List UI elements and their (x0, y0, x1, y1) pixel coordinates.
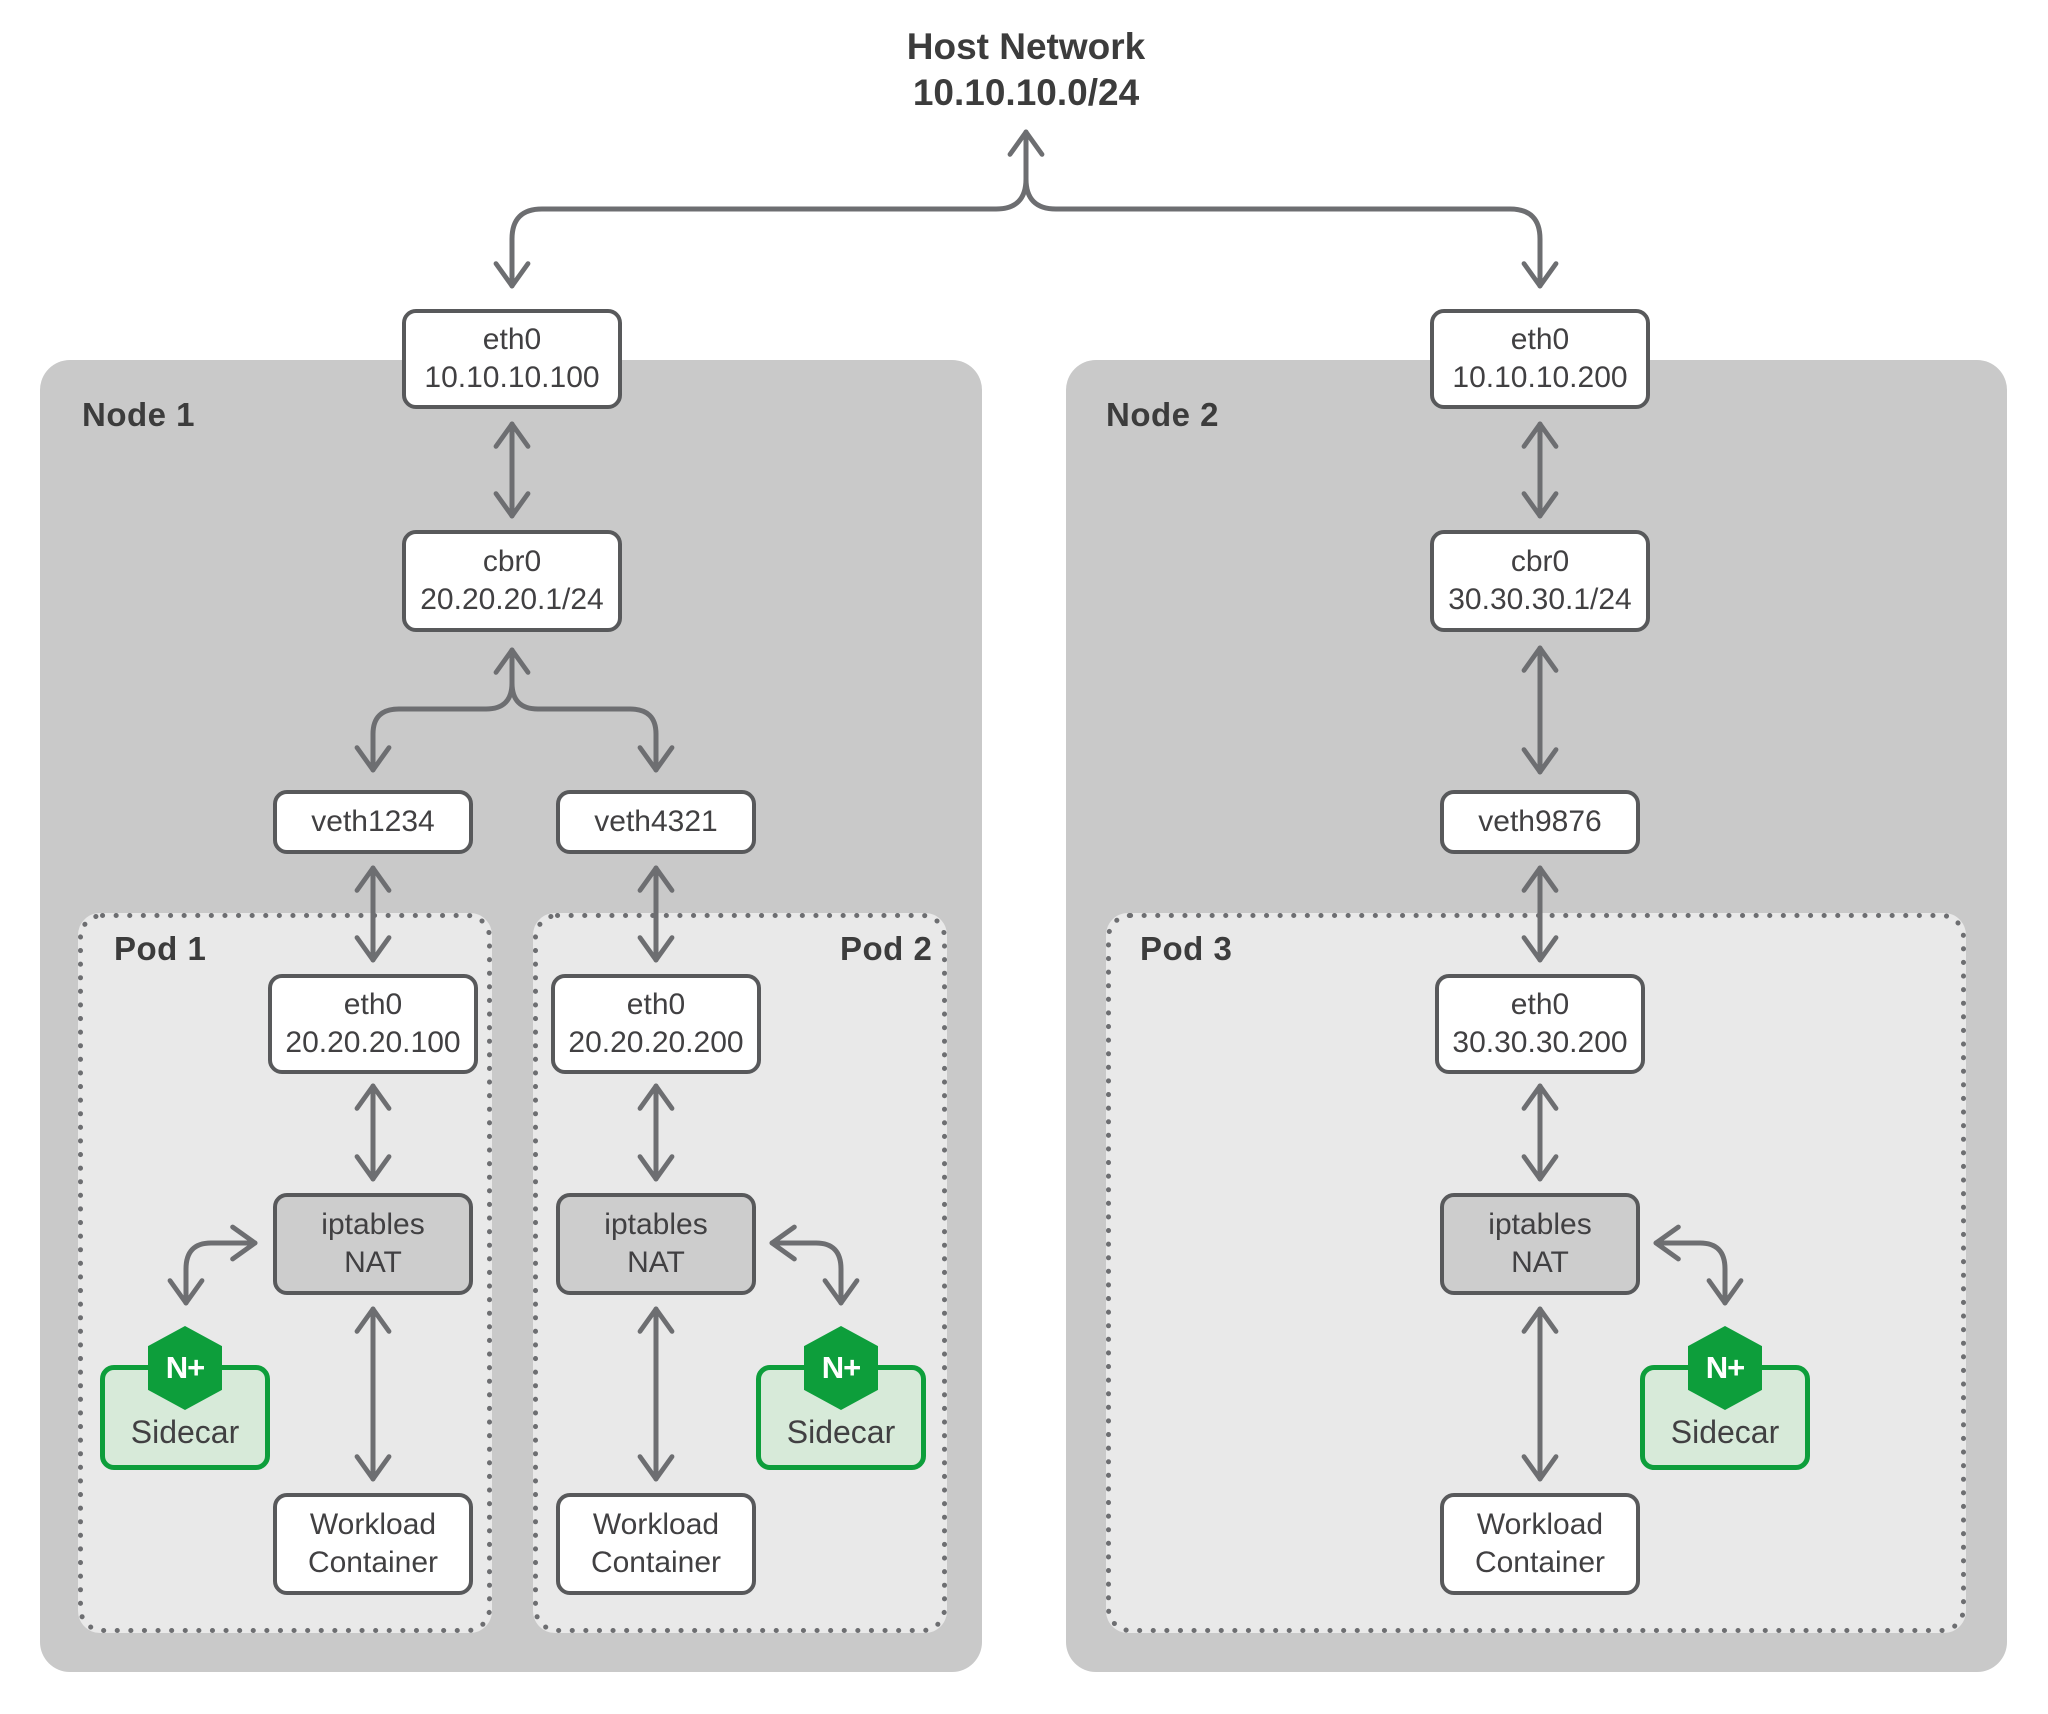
veth9876-box: veth9876 (1440, 790, 1640, 854)
veth9876-label: veth9876 (1478, 805, 1602, 838)
node-1-eth0-box: eth0 10.10.10.100 (402, 309, 622, 409)
node-1-label: Node 1 (82, 396, 196, 433)
pod-2-nat-line1: iptables (604, 1208, 708, 1241)
pod-1-nat-line2: NAT (344, 1246, 402, 1279)
node-2-bridge-name: cbr0 (1510, 545, 1570, 578)
pod-1-eth0-name: eth0 (343, 988, 403, 1021)
node-1-eth0-name: eth0 (482, 323, 542, 356)
node-1-eth0-ip: 10.10.10.100 (424, 361, 600, 394)
pod-2-workload-box: Workload Container (556, 1493, 756, 1595)
pod-2-label: Pod 2 (840, 930, 933, 967)
pod-2-workload-line1: Workload (592, 1508, 720, 1541)
pod-1-nat-line1: iptables (321, 1208, 425, 1241)
pod-2-workload-line2: Container (590, 1546, 722, 1579)
pod-2-eth0-name: eth0 (626, 988, 686, 1021)
veth4321-label: veth4321 (594, 805, 718, 838)
pod-3-sidecar-label: Sidecar (1670, 1414, 1780, 1450)
nginx-plus-logo-text: N+ (165, 1350, 205, 1385)
pod-3-eth0-name: eth0 (1510, 988, 1570, 1021)
pod-2-sidecar-label: Sidecar (786, 1414, 896, 1450)
node-2-eth0-ip: 10.10.10.200 (1452, 361, 1628, 394)
pod-2-iptables-nat-box: iptables NAT (556, 1193, 756, 1295)
node-1-cbr0-box: cbr0 20.20.20.1/24 (402, 530, 622, 632)
diagram-title: Host Network 10.10.10.0/24 (826, 24, 1226, 116)
pod-2-eth0-box: eth0 20.20.20.200 (551, 974, 761, 1074)
node-2-eth0-name: eth0 (1510, 323, 1570, 356)
nginx-plus-logo-text: N+ (1705, 1350, 1745, 1385)
pod-3-workload-line2: Container (1474, 1546, 1606, 1579)
node-1-bridge-cidr: 20.20.20.1/24 (420, 583, 604, 616)
node-2-bridge-cidr: 30.30.30.1/24 (1448, 583, 1632, 616)
pod-3-label: Pod 3 (1140, 930, 1233, 967)
pod-3-workload-box: Workload Container (1440, 1493, 1640, 1595)
host-network-title: Host Network (906, 26, 1146, 67)
node-2-eth0-box: eth0 10.10.10.200 (1430, 309, 1650, 409)
node-1-bridge-name: cbr0 (482, 545, 542, 578)
pod-3-iptables-nat-box: iptables NAT (1440, 1193, 1640, 1295)
pod-3-nat-line1: iptables (1488, 1208, 1592, 1241)
nginx-plus-logo-text: N+ (821, 1350, 861, 1385)
pod-3-eth0-box: eth0 30.30.30.200 (1435, 974, 1645, 1074)
pod-2-eth0-ip: 20.20.20.200 (568, 1026, 744, 1059)
veth1234-box: veth1234 (273, 790, 473, 854)
veth4321-box: veth4321 (556, 790, 756, 854)
node-2-cbr0-box: cbr0 30.30.30.1/24 (1430, 530, 1650, 632)
pod-1-eth0-box: eth0 20.20.20.100 (268, 974, 478, 1074)
arrow-hostnetwork-node1 (493, 129, 1045, 289)
pod-1-workload-line1: Workload (309, 1508, 437, 1541)
pod-3-workload-line1: Workload (1476, 1508, 1604, 1541)
pod-1-workload-box: Workload Container (273, 1493, 473, 1595)
pod-3-nat-line2: NAT (1511, 1246, 1569, 1279)
pod-1-sidecar-label: Sidecar (130, 1414, 240, 1450)
host-network-cidr: 10.10.10.0/24 (912, 72, 1140, 113)
pod-1-iptables-nat-box: iptables NAT (273, 1193, 473, 1295)
pod-1-workload-line2: Container (307, 1546, 439, 1579)
pod-1-label: Pod 1 (114, 930, 207, 967)
pod-1-eth0-ip: 20.20.20.100 (285, 1026, 461, 1059)
pod-2-nat-line2: NAT (627, 1246, 685, 1279)
arrow-hostnetwork-node2 (1023, 176, 1559, 289)
veth1234-label: veth1234 (311, 805, 435, 838)
node-2-label: Node 2 (1106, 396, 1220, 433)
pod-3-eth0-ip: 30.30.30.200 (1452, 1026, 1628, 1059)
